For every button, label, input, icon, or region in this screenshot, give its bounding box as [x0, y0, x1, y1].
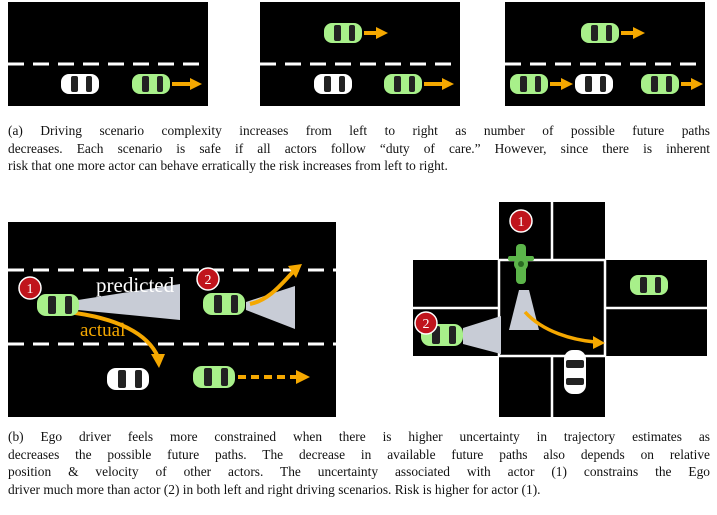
motion-arrow: [550, 78, 573, 90]
ego-car: [107, 368, 149, 390]
svg-text:1: 1: [518, 215, 525, 230]
green-car: [510, 74, 548, 94]
green-car: [193, 366, 235, 388]
actor1-badge: 1: [509, 209, 533, 233]
motion-arrow: [681, 78, 703, 90]
green-car: [630, 275, 668, 295]
green-car: [324, 23, 362, 43]
caption-b-line-3: position & velocity of other actors. The…: [8, 464, 710, 479]
ego-car: [564, 350, 586, 394]
predicted-curve-arrow: [249, 270, 295, 306]
actor2-badge: 2: [414, 311, 438, 335]
motion-arrow: [364, 27, 388, 39]
scenario-panel-3: [505, 2, 705, 106]
ego-car: [575, 74, 613, 94]
caption-a-line-3: risk that one more actor can behave erra…: [8, 158, 448, 173]
green-car: [384, 74, 422, 94]
uncertainty-cone-actor2: [463, 316, 501, 354]
highway-scenario-panel: 1 2 predicted actual: [8, 222, 336, 417]
uncertainty-cone-actor1: [78, 284, 180, 320]
caption-b: (b) Ego driver feels more constrained wh…: [8, 428, 710, 498]
caption-a: (a) Driving scenario complexity increase…: [8, 122, 710, 175]
svg-text:1: 1: [27, 282, 34, 297]
actual-label: actual: [80, 320, 125, 341]
actor2-badge: 2: [196, 267, 220, 291]
scenario-panel-2: [260, 2, 460, 106]
ego-car: [314, 74, 352, 94]
dashed-motion-arrow: [238, 370, 310, 384]
motion-arrow: [172, 78, 202, 90]
scenario-panel-1: [8, 2, 208, 106]
caption-a-line-1: (a) Driving scenario complexity increase…: [8, 123, 710, 138]
actor1-motorcycle: [508, 244, 534, 284]
caption-b-line-2: decreases the possible future paths. The…: [8, 446, 710, 462]
motion-arrow: [424, 78, 454, 90]
actor2-car: [203, 293, 245, 315]
green-car: [132, 74, 170, 94]
caption-b-line-4: driver much more than actor (2) in both …: [8, 481, 541, 497]
caption-b-line-1: (b) Ego driver feels more constrained wh…: [8, 429, 710, 444]
actor1-badge: 1: [18, 276, 42, 300]
caption-a-line-2: decreases. Each scenario is safe if all …: [8, 140, 710, 156]
intersection-scenario-panel: 1 2: [413, 202, 707, 417]
actor1-car: [37, 294, 79, 316]
green-car: [641, 74, 679, 94]
actual-trajectory-arrow: [67, 310, 160, 358]
turning-trajectory-arrow: [523, 310, 596, 344]
uncertainty-cone-actor2: [246, 286, 295, 329]
green-car: [581, 23, 619, 43]
motion-arrow: [621, 27, 645, 39]
predicted-label: predicted: [96, 273, 175, 297]
svg-text:2: 2: [423, 317, 430, 332]
ego-car: [61, 74, 99, 94]
svg-text:2: 2: [205, 273, 212, 288]
